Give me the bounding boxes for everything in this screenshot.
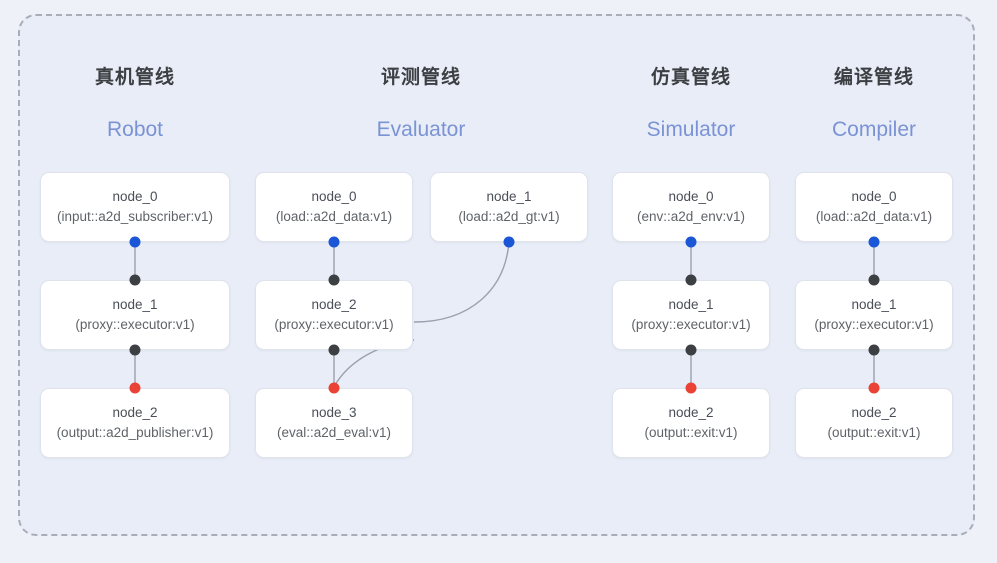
port-input-evaluator-1 [503, 236, 515, 248]
port-out-robot-1 [129, 344, 141, 356]
node-name: node_0 [851, 189, 897, 204]
node-type: (proxy::executor:v1) [631, 317, 751, 332]
port-input-simulator-0 [685, 236, 697, 248]
node-name: node_0 [112, 189, 158, 204]
node-evaluator-1[interactable]: node_1 (load::a2d_gt:v1) [430, 172, 588, 242]
node-name: node_2 [311, 297, 357, 312]
node-name: node_0 [668, 189, 714, 204]
port-input-compiler-0 [868, 236, 880, 248]
node-simulator-1[interactable]: node_1 (proxy::executor:v1) [612, 280, 770, 350]
node-robot-2[interactable]: node_2 (output::a2d_publisher:v1) [40, 388, 230, 458]
node-type: (load::a2d_gt:v1) [458, 209, 560, 224]
node-type: (input::a2d_subscriber:v1) [56, 209, 214, 224]
port-input-robot-0 [129, 236, 141, 248]
node-type: (load::a2d_data:v1) [275, 209, 393, 224]
node-simulator-0[interactable]: node_0 (env::a2d_env:v1) [612, 172, 770, 242]
node-type: (output::a2d_publisher:v1) [56, 425, 214, 440]
node-type: (env::a2d_env:v1) [636, 209, 746, 224]
node-robot-0[interactable]: node_0 (input::a2d_subscriber:v1) [40, 172, 230, 242]
port-input-evaluator-0 [328, 236, 340, 248]
port-in-evaluator-2 [328, 274, 340, 286]
node-type: (output::exit:v1) [644, 425, 738, 440]
port-in-simulator-1 [685, 274, 697, 286]
node-type: (proxy::executor:v1) [75, 317, 195, 332]
node-compiler-2[interactable]: node_2 (output::exit:v1) [795, 388, 953, 458]
port-output-robot-2 [129, 382, 141, 394]
node-name: node_1 [486, 189, 532, 204]
node-name: node_3 [311, 405, 357, 420]
node-name: node_1 [851, 297, 897, 312]
node-type: (eval::a2d_eval:v1) [276, 425, 392, 440]
node-compiler-0[interactable]: node_0 (load::a2d_data:v1) [795, 172, 953, 242]
node-type: (proxy::executor:v1) [814, 317, 934, 332]
node-type: (proxy::executor:v1) [274, 317, 394, 332]
port-out-evaluator-2 [328, 344, 340, 356]
port-output-evaluator-3 [328, 382, 340, 394]
port-output-compiler-2 [868, 382, 880, 394]
node-type: (output::exit:v1) [827, 425, 921, 440]
node-compiler-1[interactable]: node_1 (proxy::executor:v1) [795, 280, 953, 350]
node-name: node_0 [311, 189, 357, 204]
node-name: node_2 [851, 405, 897, 420]
node-name: node_1 [668, 297, 714, 312]
node-name: node_2 [668, 405, 714, 420]
port-out-simulator-1 [685, 344, 697, 356]
node-evaluator-3[interactable]: node_3 (eval::a2d_eval:v1) [255, 388, 413, 458]
node-evaluator-0[interactable]: node_0 (load::a2d_data:v1) [255, 172, 413, 242]
port-output-simulator-2 [685, 382, 697, 394]
port-in-robot-1 [129, 274, 141, 286]
node-name: node_2 [112, 405, 158, 420]
node-name: node_1 [112, 297, 158, 312]
node-type: (load::a2d_data:v1) [815, 209, 933, 224]
port-in-compiler-1 [868, 274, 880, 286]
node-robot-1[interactable]: node_1 (proxy::executor:v1) [40, 280, 230, 350]
port-out-compiler-1 [868, 344, 880, 356]
node-evaluator-2[interactable]: node_2 (proxy::executor:v1) [255, 280, 413, 350]
node-simulator-2[interactable]: node_2 (output::exit:v1) [612, 388, 770, 458]
